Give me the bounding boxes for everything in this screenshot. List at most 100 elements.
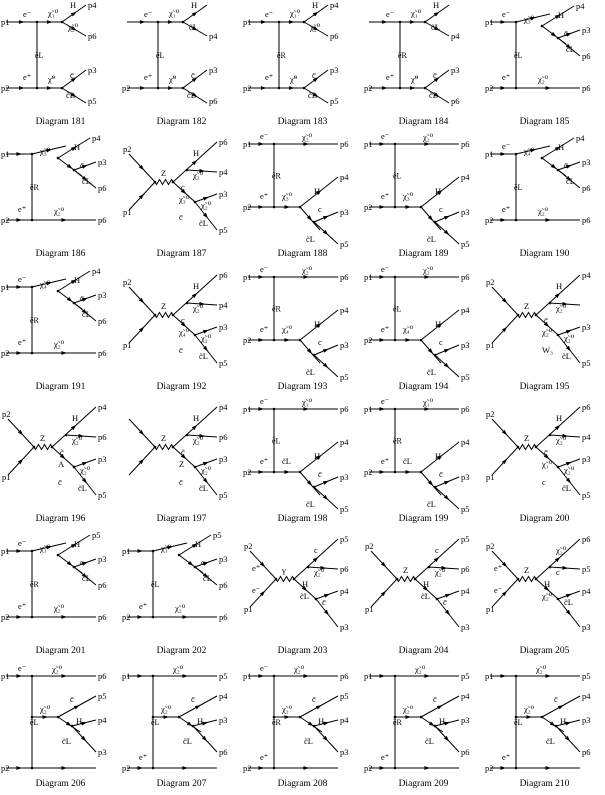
label-bottom-prop: e⁺ xyxy=(502,752,510,762)
top-out-arrow xyxy=(288,20,295,24)
label-bottom-particle: χ̃₁⁰ xyxy=(541,459,553,469)
label-mid: ẽR xyxy=(30,580,40,589)
label-top-b: c̃L xyxy=(427,234,436,244)
label-higgs: H xyxy=(318,716,324,726)
label-p-top1: p6 xyxy=(582,534,591,544)
label-sub-b: c̃L xyxy=(562,351,571,361)
label-bottom-b: c̄ xyxy=(70,70,74,80)
incoming-bottom-arrow xyxy=(501,590,508,597)
label-top-a: χ̃₁⁰ xyxy=(410,8,422,18)
branch-higgs-arrow xyxy=(70,279,77,284)
sub-down-arrow xyxy=(202,212,208,219)
bottom-branch-down-arrow xyxy=(191,92,198,98)
label-bottom-in: p2 xyxy=(364,763,373,773)
label-cbar: c̄ xyxy=(554,694,558,704)
label-top-in: p1 xyxy=(485,149,494,159)
label-neutralino-top: χ̃₂⁰ xyxy=(422,132,434,142)
label-bottom-b: c̄ xyxy=(191,70,195,80)
label-p-bot2: p6 xyxy=(219,747,228,757)
label-p-bot1: p3 xyxy=(340,207,349,217)
sub-down-arrow xyxy=(201,735,208,742)
sub-up-arrow xyxy=(565,721,572,726)
label-boson: Z xyxy=(524,301,529,311)
vertex xyxy=(185,301,189,305)
label-higgs: H xyxy=(74,539,80,549)
incoming-top-arrow xyxy=(16,285,23,289)
label-higgs: H xyxy=(439,716,445,726)
diagram-caption: Diagram 209 xyxy=(398,779,449,789)
label-top-a: c̄ xyxy=(564,160,568,170)
label-p-bot1: p3 xyxy=(98,454,107,464)
label-higgs: H xyxy=(433,0,439,10)
label-mid: ẽL xyxy=(514,51,523,60)
out-down-arrow xyxy=(301,585,308,592)
top-out-arrow xyxy=(46,20,53,24)
label-top-a: c̄ xyxy=(439,469,443,479)
label-boson: Z xyxy=(161,433,166,443)
label-top-in: p2 xyxy=(244,541,253,551)
label-top-in: p2 xyxy=(486,277,495,287)
label-p-bot2: p5 xyxy=(461,504,470,514)
label-higgs: H xyxy=(72,413,78,423)
label-top-a: χ̃₁⁰ xyxy=(289,8,301,18)
incoming-bottom-arrow xyxy=(139,86,146,90)
mid-branch-arrow xyxy=(78,433,85,438)
label-bottom-in: p1 xyxy=(2,472,11,482)
label-p-bot1: p3 xyxy=(451,65,460,75)
label-p-bot1: p3 xyxy=(461,472,470,482)
label-bottom-a: χ̃⁰ xyxy=(168,74,177,84)
label-p-bot1: p3 xyxy=(340,340,349,350)
bottom-out-arrow xyxy=(61,766,68,770)
boson-propagator xyxy=(517,311,537,319)
label-sub-d: c̄ xyxy=(544,447,548,457)
incoming-bottom-arrow xyxy=(379,470,386,474)
label-bottom-in: p1 xyxy=(123,207,132,217)
label-neutralino: χ̃₂⁰ xyxy=(555,303,567,313)
bottom-out-arrow xyxy=(284,205,291,209)
branch-down-arrow xyxy=(186,721,193,727)
label-p-bot2: p6 xyxy=(582,747,591,757)
label-p-top1: p5 xyxy=(213,530,222,540)
label-p-top1: p6 xyxy=(340,272,349,282)
label-bottom-particle: χ̃₃⁰ xyxy=(178,194,190,204)
label-neutralino-top: χ̃₂⁰ xyxy=(51,664,63,674)
label-sub-b: c̃L xyxy=(78,483,87,493)
incoming-top-arrow xyxy=(500,152,507,156)
sub-up-arrow xyxy=(81,561,89,566)
label-top-a: χ̃₁⁰ xyxy=(47,8,59,18)
label-top-b: c̃L xyxy=(203,573,212,583)
label-higgs: H xyxy=(314,451,320,461)
label-p-top1: p6 xyxy=(461,272,470,282)
diagram-caption: Diagram 199 xyxy=(398,514,449,524)
label-top-b: χ̃₂⁰ xyxy=(67,22,79,32)
label-top-prop: e⁻ xyxy=(502,141,510,151)
branch-higgs-arrow xyxy=(554,146,561,151)
branch-down-arrow xyxy=(187,560,194,566)
sub-down-arrow xyxy=(322,494,329,501)
bottom-branch-up-arrow xyxy=(312,77,319,83)
label-p-bot2: p6 xyxy=(582,51,591,61)
diagram-caption: Diagram 207 xyxy=(156,779,207,789)
label-p-top1: p4 xyxy=(576,1,585,11)
label-top-in: p1 xyxy=(485,17,494,27)
diagram-caption: Diagram 184 xyxy=(398,117,449,127)
label-neutralino-mid: χ̃₂⁰ xyxy=(402,704,414,714)
label-bottom-prop: e⁺ xyxy=(265,72,273,82)
diagram-caption: Diagram 186 xyxy=(35,249,86,259)
sub-down-arrow xyxy=(81,572,88,579)
label-squark: c̃L xyxy=(546,736,555,746)
label-p-top1: p5 xyxy=(461,534,470,544)
label-sub-d: H xyxy=(302,579,308,589)
label-p-bot2: p6 xyxy=(451,96,460,106)
label-neutralino: χ̃₁⁰ xyxy=(160,543,172,553)
incoming-top-arrow xyxy=(258,275,265,279)
label-bottom-c: c̃L xyxy=(187,90,196,100)
incoming-top-arrow xyxy=(138,297,145,304)
bottom-branch-down-arrow xyxy=(312,92,319,98)
